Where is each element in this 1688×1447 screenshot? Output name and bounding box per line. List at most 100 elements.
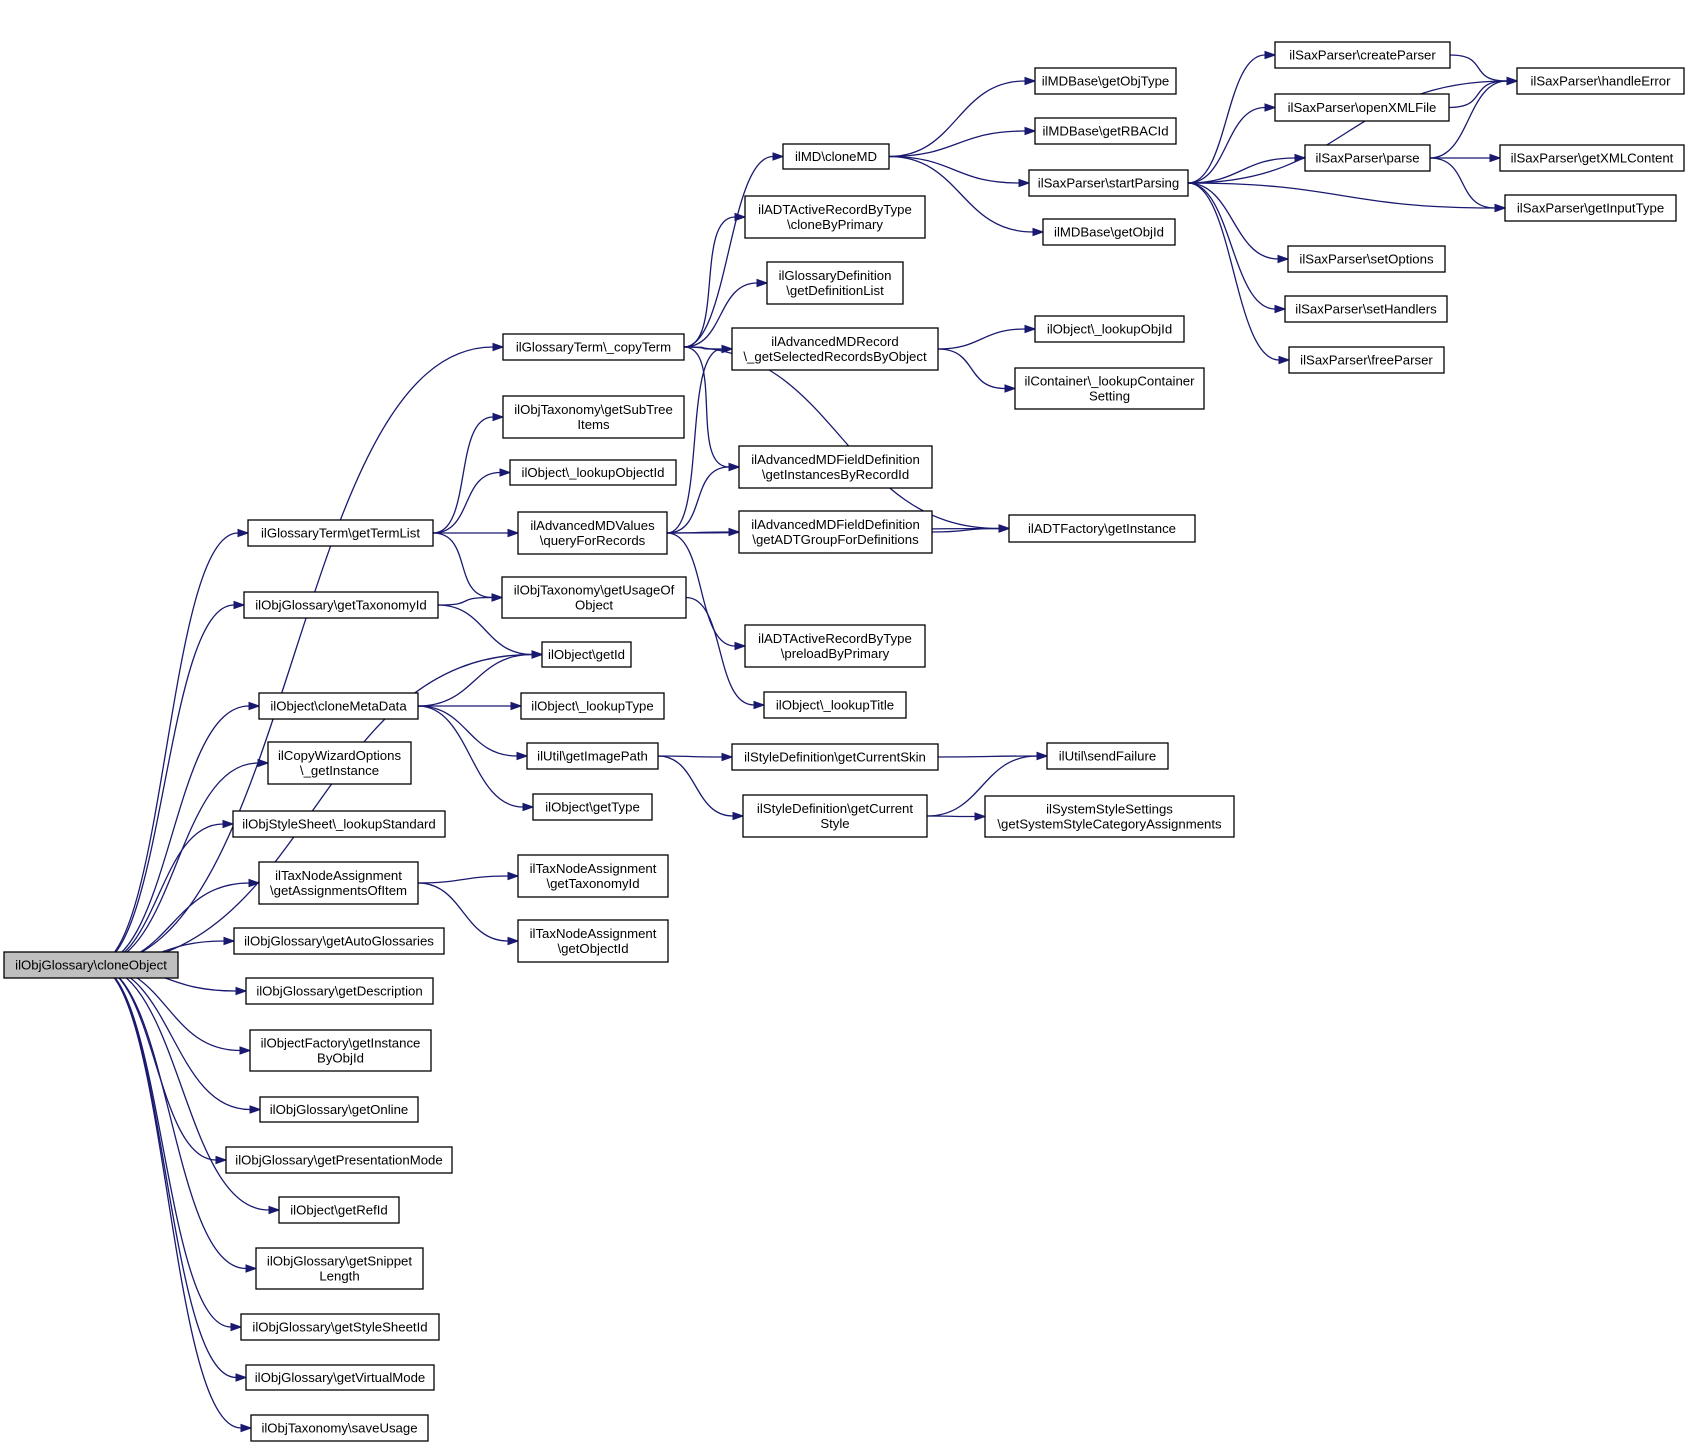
node-getinputtype[interactable]: ilSaxParser\getInputType xyxy=(1504,194,1677,222)
node-label: Setting xyxy=(1089,389,1130,404)
node-handleerror[interactable]: ilSaxParser\handleError xyxy=(1516,67,1685,95)
node-getobjtype[interactable]: ilMDBase\getObjType xyxy=(1034,67,1177,95)
node-parse[interactable]: ilSaxParser\parse xyxy=(1304,144,1431,172)
node-label: ilObject\getRefId xyxy=(290,1203,388,1218)
node-box xyxy=(243,591,439,619)
node-getid[interactable]: ilObject\getId xyxy=(541,641,632,668)
node-box xyxy=(240,1313,440,1341)
node-label: ilSaxParser\handleError xyxy=(1531,74,1672,89)
arrowhead xyxy=(492,412,505,422)
node-getinstancesbyrecordid[interactable]: ilAdvancedMDFieldDefinition\getInstances… xyxy=(738,445,933,489)
node-root[interactable]: ilObjGlossary\cloneObject xyxy=(3,951,179,979)
node-label: ilUtil\getImagePath xyxy=(537,749,648,764)
node-lookupobjectid[interactable]: ilObject\_lookupObjectId xyxy=(509,459,677,486)
node-getassignmentsofitem[interactable]: ilTaxNodeAssignment\getAssignmentsOfItem xyxy=(258,861,419,905)
node-getimagepath[interactable]: ilUtil\getImagePath xyxy=(526,742,659,770)
node-getxmlcontent[interactable]: ilSaxParser\getXMLContent xyxy=(1499,144,1685,172)
node-box xyxy=(1274,93,1450,122)
node-clonemetadata[interactable]: ilObject\cloneMetaData xyxy=(258,692,419,720)
node-clonemd[interactable]: ilMD\cloneMD xyxy=(782,143,890,170)
node-lookupstandard[interactable]: ilObjStyleSheet\_lookupStandard xyxy=(232,810,446,838)
node-label: ByObjId xyxy=(317,1051,364,1066)
arrowhead xyxy=(756,278,769,288)
arrowhead xyxy=(235,1373,248,1382)
node-saveusage[interactable]: ilObjTaxonomy\saveUsage xyxy=(250,1414,429,1442)
node-clonebyprimary[interactable]: ilADTActiveRecordByType\cloneByPrimary xyxy=(744,195,926,239)
node-box xyxy=(738,445,933,489)
edge-getusageofobject-to-lookuptitle xyxy=(685,596,755,706)
node-gettype[interactable]: ilObject\getType xyxy=(532,793,653,821)
node-getpresentationmode[interactable]: ilObjGlossary\getPresentationMode xyxy=(225,1146,453,1174)
node-label: ilSaxParser\freeParser xyxy=(1300,353,1433,368)
node-freeparser[interactable]: ilSaxParser\freeParser xyxy=(1288,346,1445,374)
node-getonline[interactable]: ilObjGlossary\getOnline xyxy=(259,1096,419,1123)
arrowhead xyxy=(240,1423,253,1433)
node-lookuptype[interactable]: ilObject\_lookupType xyxy=(520,692,665,720)
node-label: \_getSelectedRecordsByObject xyxy=(743,349,927,364)
node-gettaxonomyid[interactable]: ilObjGlossary\getTaxonomyId xyxy=(243,591,439,619)
node-box xyxy=(502,333,685,361)
node-getrbacid[interactable]: ilMDBase\getRBACId xyxy=(1034,117,1177,145)
edge-gettermlist-to-lookupobjectid xyxy=(432,471,501,534)
node-getsystemstylecategory[interactable]: ilSystemStyleSettings\getSystemStyleCate… xyxy=(984,795,1235,838)
node-box xyxy=(501,576,687,619)
node-label: ilObject\_lookupObjId xyxy=(1047,322,1172,337)
node-box xyxy=(232,810,446,838)
node-label: ilObjGlossary\getTaxonomyId xyxy=(255,598,427,613)
arrowhead xyxy=(1004,384,1017,393)
node-sethandlers[interactable]: ilSaxParser\setHandlers xyxy=(1284,295,1448,323)
node-taxgetobjectid[interactable]: ilTaxNodeAssignment\getObjectId xyxy=(517,919,669,963)
node-lookuptitle[interactable]: ilObject\_lookupTitle xyxy=(763,691,907,719)
node-mdgetobjid[interactable]: ilMDBase\getObjId xyxy=(1042,218,1176,246)
arrowhead xyxy=(1489,153,1502,163)
node-startparsing[interactable]: ilSaxParser\startParsing xyxy=(1028,169,1189,197)
edge-getassignmentsofitem-to-taxgetobjectid xyxy=(417,882,509,942)
node-label: ilObject\cloneMetaData xyxy=(270,699,407,714)
node-copywizard[interactable]: ilCopyWizardOptions\_getInstance xyxy=(267,741,412,785)
node-box xyxy=(502,395,685,439)
node-label: \getDefinitionList xyxy=(786,283,884,298)
node-box xyxy=(1034,67,1177,95)
node-preloadbyprimary[interactable]: ilADTActiveRecordByType\preloadByPrimary xyxy=(744,624,926,668)
edge-getimagepath-to-getcurrentstyle xyxy=(657,755,734,817)
node-taxgettaxonomyid[interactable]: ilTaxNodeAssignment\getTaxonomyId xyxy=(517,854,669,898)
node-lookupobjid[interactable]: ilObject\_lookupObjId xyxy=(1034,315,1185,343)
arrowhead xyxy=(1032,227,1045,237)
edge-copyterm-to-clonebyprimary xyxy=(683,216,736,348)
node-sendfailure[interactable]: ilUtil\sendFailure xyxy=(1046,742,1169,770)
node-box xyxy=(520,692,665,720)
node-getstylesheetid[interactable]: ilObjGlossary\getStyleSheetId xyxy=(240,1313,440,1341)
node-gettermlist[interactable]: ilGlossaryTerm\getTermList xyxy=(247,519,434,547)
arrowhead xyxy=(215,1155,228,1165)
node-label: ilSaxParser\openXMLFile xyxy=(1288,100,1437,115)
node-createparser[interactable]: ilSaxParser\createParser xyxy=(1274,41,1451,69)
node-getselectedrecords[interactable]: ilAdvancedMDRecord\_getSelectedRecordsBy… xyxy=(731,327,939,371)
node-getadtgroup[interactable]: ilAdvancedMDFieldDefinition\getADTGroupF… xyxy=(738,510,933,554)
arrowhead xyxy=(248,701,261,711)
arrowhead xyxy=(491,593,504,602)
node-setoptions[interactable]: ilSaxParser\setOptions xyxy=(1287,245,1446,273)
node-openxmlfile[interactable]: ilSaxParser\openXMLFile xyxy=(1274,93,1450,122)
arrowhead xyxy=(1018,178,1031,188)
node-box xyxy=(738,510,933,554)
node-getcurrentskin[interactable]: ilStyleDefinition\getCurrentSkin xyxy=(731,743,939,771)
node-box xyxy=(258,861,419,905)
arrowhead xyxy=(239,1046,252,1055)
node-getautoglossaries[interactable]: ilObjGlossary\getAutoGlossaries xyxy=(233,927,445,955)
node-copyterm[interactable]: ilGlossaryTerm\_copyTerm xyxy=(502,333,685,361)
node-getdescription[interactable]: ilObjGlossary\getDescription xyxy=(245,977,434,1005)
node-queryforrecords[interactable]: ilAdvancedMDValues\queryForRecords xyxy=(517,511,668,555)
node-adtgetinstance[interactable]: ilADTFactory\getInstance xyxy=(1008,514,1196,543)
node-getvirtualmode[interactable]: ilObjGlossary\getVirtualMode xyxy=(245,1364,435,1391)
node-getdefinitionlist[interactable]: ilGlossaryDefinition\getDefinitionList xyxy=(766,261,904,305)
node-box xyxy=(1516,67,1685,95)
edge-copyterm-to-getinstancesbyrecordid xyxy=(683,346,730,468)
node-label: ilSaxParser\setHandlers xyxy=(1295,302,1437,317)
node-getrefid[interactable]: ilObject\getRefId xyxy=(278,1196,400,1224)
